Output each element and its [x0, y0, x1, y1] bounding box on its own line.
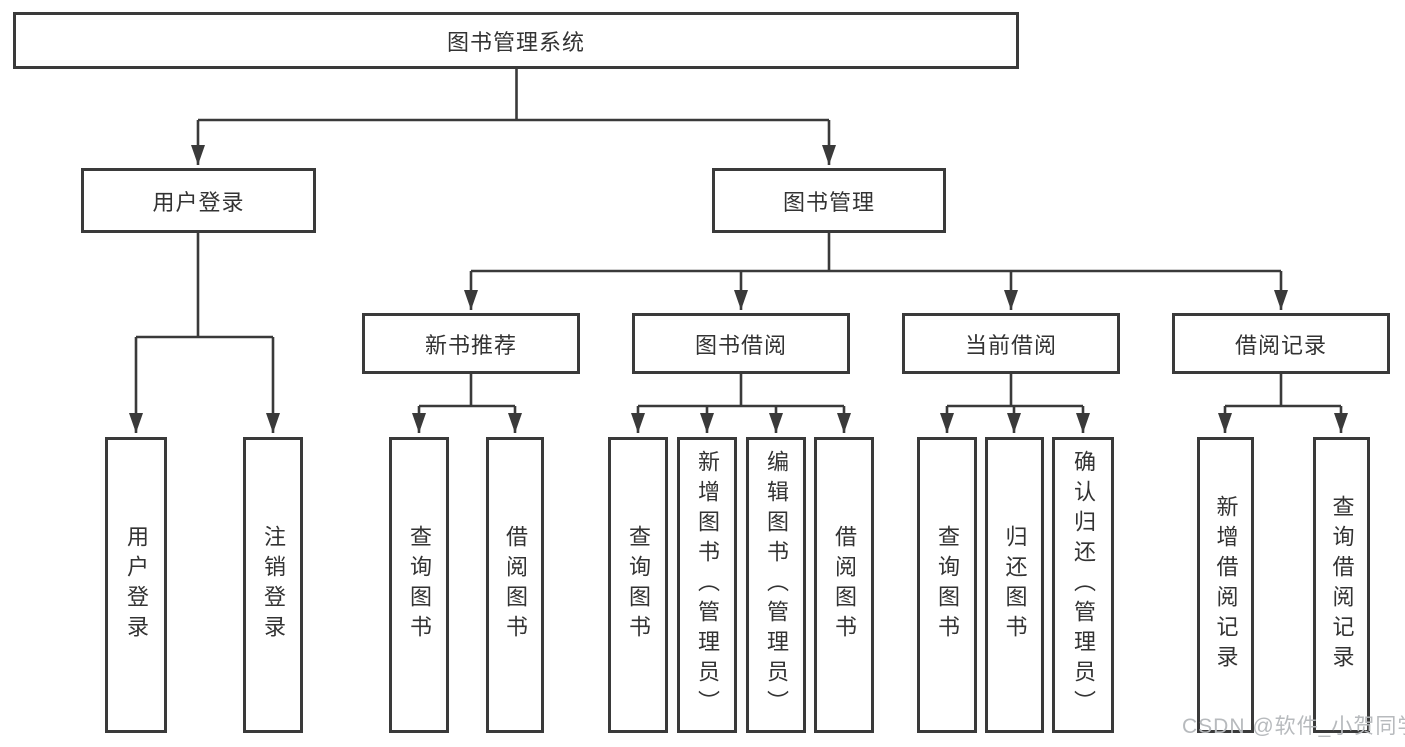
node-current-borrow: 当前借阅 [902, 313, 1120, 374]
leaf-edit-book-admin-label: 编辑图书（管理员） [764, 450, 789, 720]
node-borrow-records-label: 借阅记录 [1234, 332, 1327, 358]
leaf-add-book-admin: 新增图书（管理员） [677, 437, 737, 733]
leaf-return-books-label: 归还图书 [1002, 525, 1028, 645]
leaf-query-books-current-label: 查询图书 [935, 525, 960, 645]
node-book-borrow: 图书借阅 [632, 313, 850, 374]
leaf-borrow-books-label: 借阅图书 [832, 525, 857, 645]
node-new-book-recommend-label: 新书推荐 [424, 332, 517, 358]
node-user-login-label: 用户登录 [152, 189, 245, 215]
leaf-borrow-books-recommend: 借阅图书 [486, 437, 544, 733]
leaf-borrow-books-recommend-label: 借阅图书 [503, 525, 528, 645]
leaf-logout-label: 注销登录 [261, 525, 286, 645]
node-current-borrow-label: 当前借阅 [964, 332, 1057, 358]
leaf-user-login: 用户登录 [105, 437, 167, 733]
node-root: 图书管理系统 [13, 12, 1019, 69]
leaf-user-login-label: 用户登录 [124, 525, 149, 645]
node-user-login: 用户登录 [81, 168, 316, 233]
leaf-confirm-return-admin: 确认归还（管理员） [1052, 437, 1114, 733]
leaf-add-borrow-record-label: 新增借阅记录 [1213, 495, 1239, 675]
csdn-watermark: CSDN @软件_小贺同学 [1182, 715, 1405, 738]
node-new-book-recommend: 新书推荐 [362, 313, 580, 374]
leaf-query-books-borrow: 查询图书 [608, 437, 668, 733]
leaf-query-borrow-record: 查询借阅记录 [1313, 437, 1370, 733]
leaf-add-borrow-record: 新增借阅记录 [1197, 437, 1254, 733]
leaf-logout: 注销登录 [243, 437, 303, 733]
leaf-query-books-borrow-label: 查询图书 [626, 525, 651, 645]
leaf-query-borrow-record-label: 查询借阅记录 [1329, 495, 1355, 675]
leaf-edit-book-admin: 编辑图书（管理员） [746, 437, 806, 733]
leaf-query-books-recommend-label: 查询图书 [407, 525, 432, 645]
leaf-return-books: 归还图书 [985, 437, 1044, 733]
node-borrow-records: 借阅记录 [1172, 313, 1390, 374]
leaf-query-books-current: 查询图书 [917, 437, 977, 733]
node-book-management-label: 图书管理 [782, 189, 875, 215]
leaf-confirm-return-admin-label: 确认归还（管理员） [1071, 450, 1096, 720]
leaf-add-book-admin-label: 新增图书（管理员） [695, 450, 720, 720]
node-book-management: 图书管理 [712, 168, 946, 233]
leaf-query-books-recommend: 查询图书 [389, 437, 449, 733]
node-book-borrow-label: 图书借阅 [694, 332, 787, 358]
node-root-label: 图书管理系统 [446, 29, 585, 55]
leaf-borrow-books: 借阅图书 [814, 437, 874, 733]
